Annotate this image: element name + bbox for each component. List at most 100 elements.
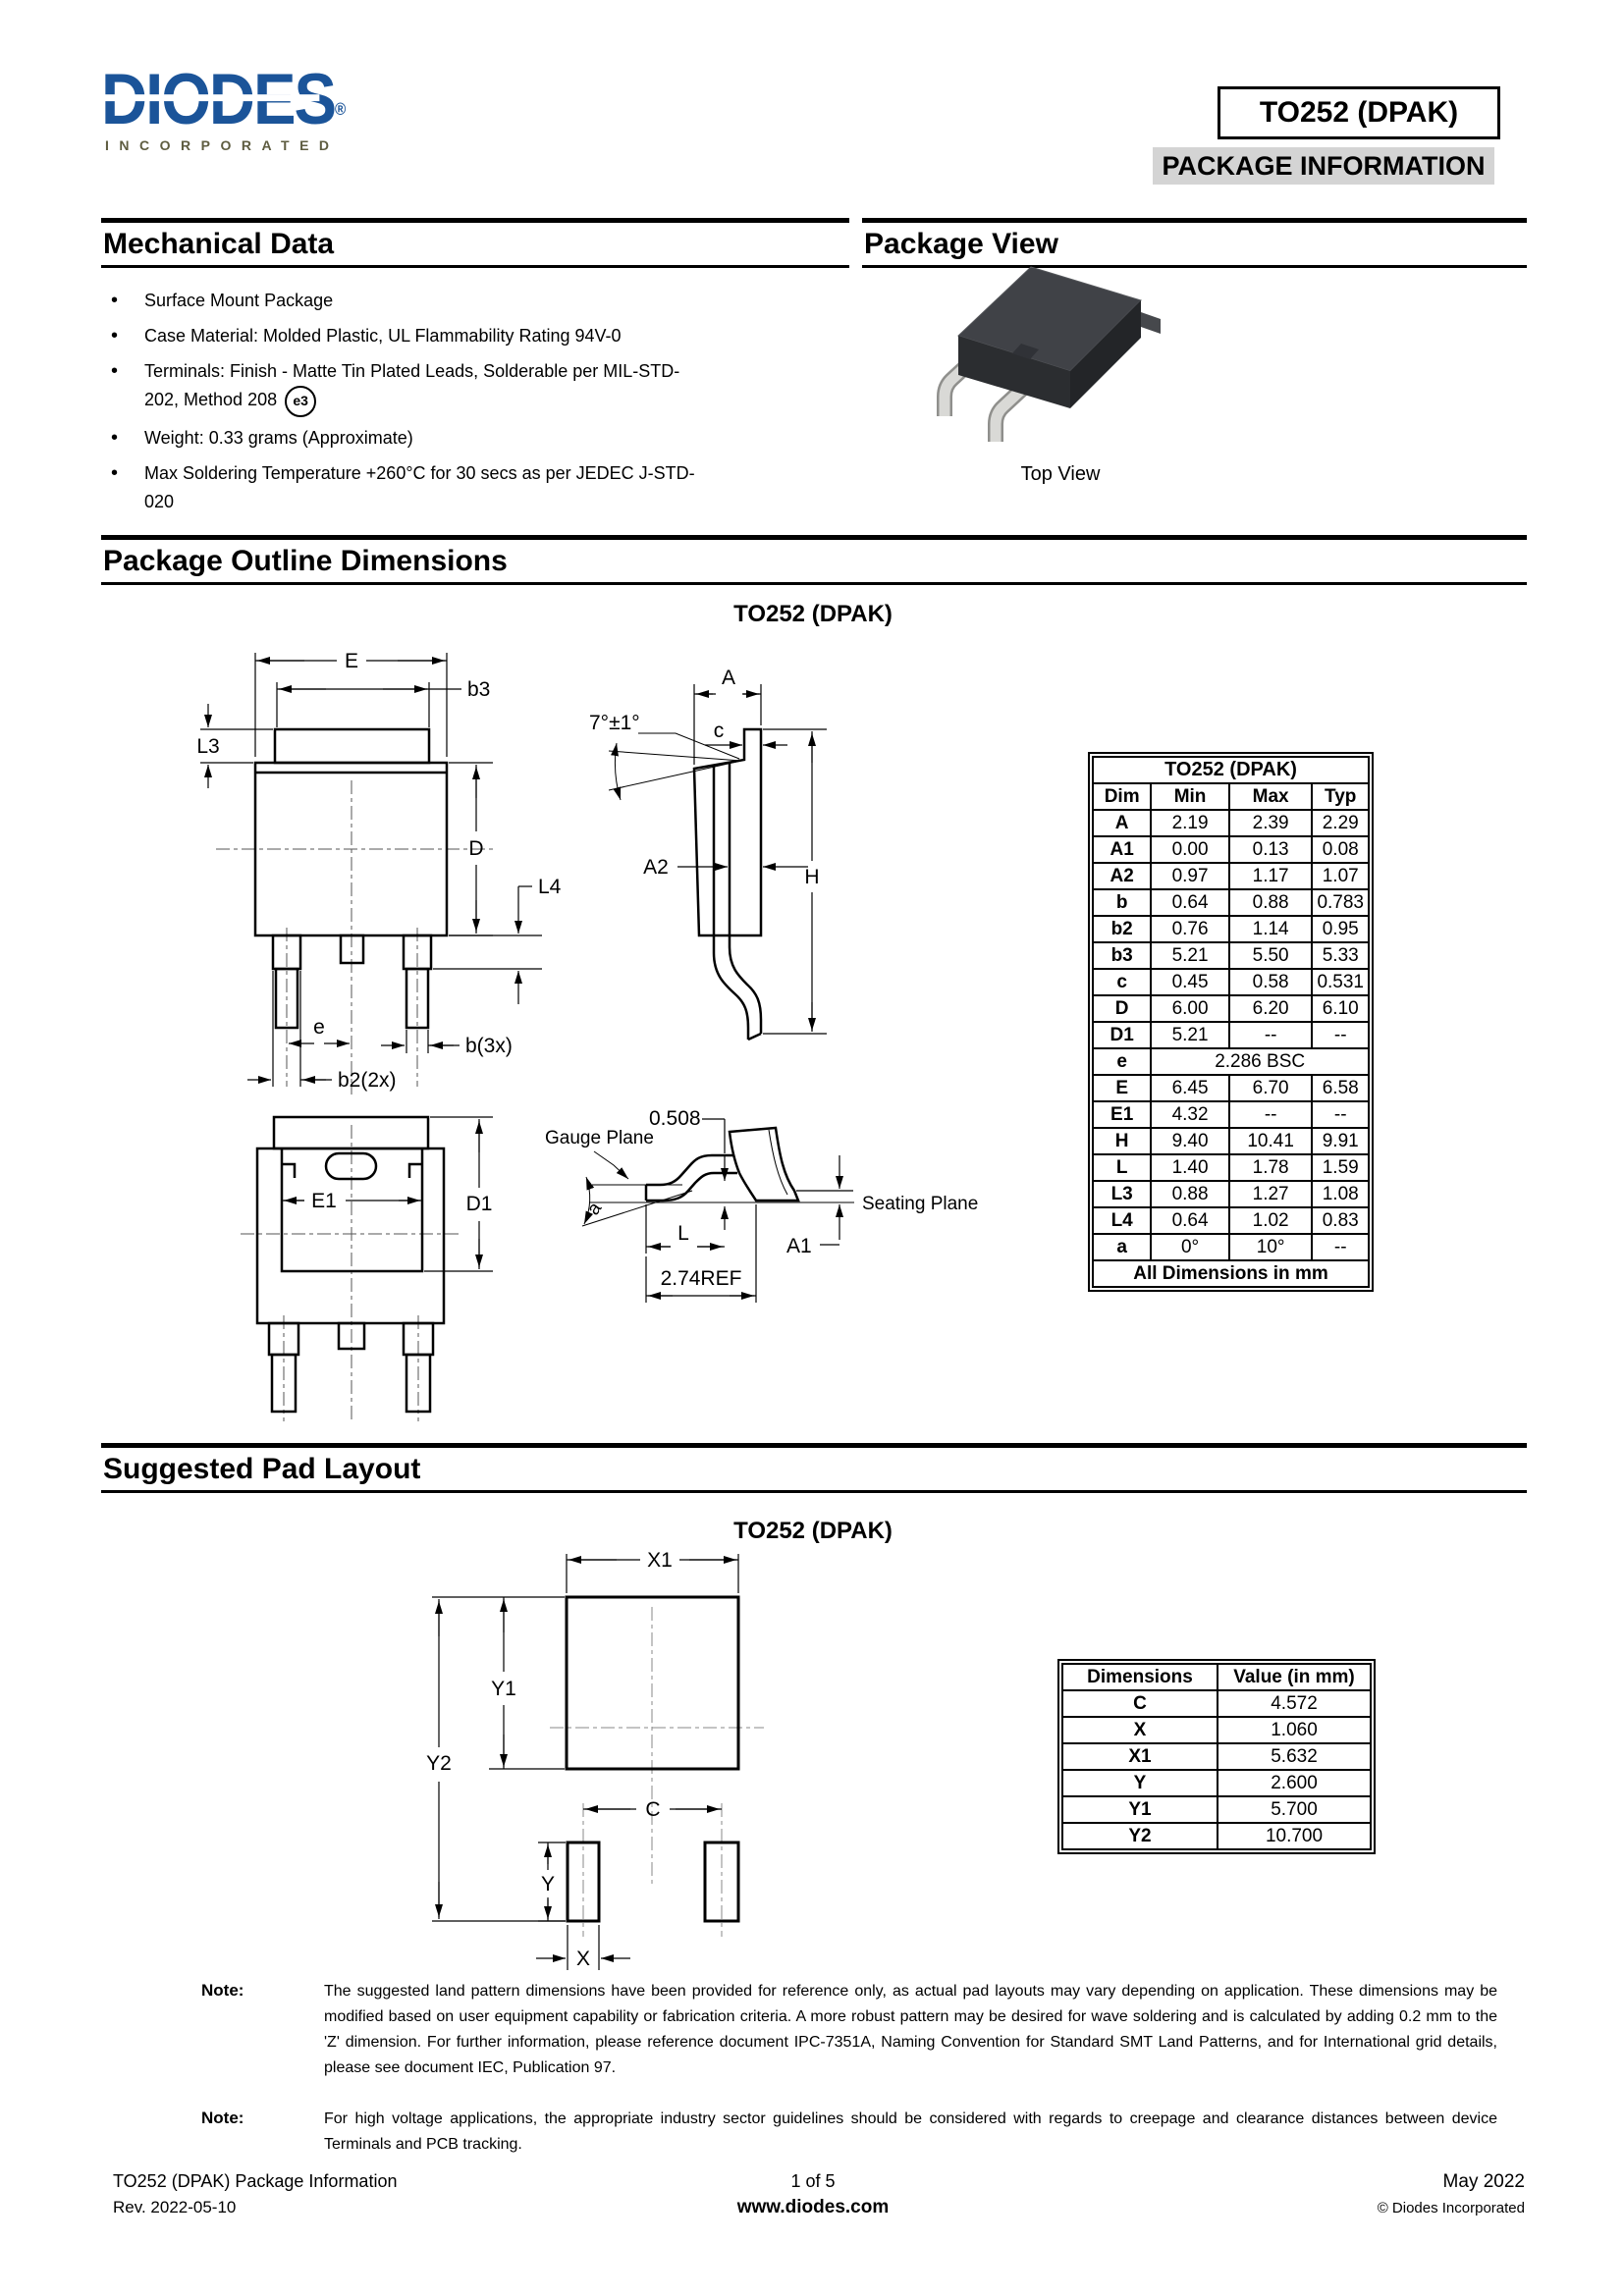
table-cell: 2.286 BSC — [1150, 1047, 1370, 1076]
list-item: Weight: 0.33 grams (Approximate) — [101, 424, 710, 453]
logo-stripe — [103, 94, 320, 102]
table-cell: 0.64 — [1150, 888, 1230, 917]
list-item: Case Material: Molded Plastic, UL Flamma… — [101, 322, 710, 350]
table-cell: 6.58 — [1311, 1074, 1370, 1102]
footer-copyright: © Diodes Incorporated — [1377, 2200, 1525, 2216]
dim-label-E: E — [345, 650, 358, 672]
dim-label-274ref: 2.74REF — [661, 1267, 742, 1290]
table-footer: All Dimensions in mm — [1092, 1259, 1370, 1288]
package-view-caption: Top View — [1020, 463, 1101, 485]
table-cell: -- — [1311, 1021, 1370, 1049]
gauge-plane-label: Gauge Plane — [545, 1128, 654, 1148]
table-cell: b3 — [1091, 941, 1153, 970]
bullet-text: Surface Mount Package — [144, 291, 334, 310]
table-cell: 0.13 — [1227, 835, 1314, 864]
table-cell: 0.00 — [1150, 835, 1230, 864]
table-cell: L3 — [1091, 1180, 1153, 1208]
section-title-outline: Package Outline Dimensions — [101, 535, 1527, 585]
table-cell: 0.783 — [1311, 888, 1370, 917]
dim-label-Y1: Y1 — [491, 1678, 516, 1700]
table-cell: 4.32 — [1150, 1100, 1230, 1129]
dim-label-A: A — [722, 667, 735, 689]
table-cell: A1 — [1091, 835, 1153, 864]
footer-right: May 2022 © Diodes Incorporated — [1132, 2171, 1525, 2216]
footer-left: TO252 (DPAK) Package Information Rev. 20… — [113, 2171, 397, 2217]
column-header: Dimensions — [1061, 1663, 1218, 1691]
table-cell: 5.700 — [1217, 1795, 1372, 1824]
dim-label-L3: L3 — [196, 735, 219, 758]
dim-label-e: e — [313, 1016, 325, 1039]
table-cell: 0.08 — [1311, 835, 1370, 864]
list-item: Surface Mount Package — [101, 287, 710, 315]
table-cell: 5.33 — [1311, 941, 1370, 970]
note-label: Note: — [201, 2109, 244, 2127]
dim-label-D1: D1 — [466, 1193, 493, 1215]
table-cell: e — [1091, 1047, 1153, 1076]
table-cell: E1 — [1091, 1100, 1153, 1129]
table-cell: Y1 — [1061, 1795, 1218, 1824]
footer-website-link[interactable]: www.diodes.com — [736, 2197, 890, 2217]
part-number-box: TO252 (DPAK) — [1218, 86, 1500, 139]
table-cell: a — [1091, 1233, 1153, 1261]
table-cell: 5.50 — [1227, 941, 1314, 970]
column-header: Dim — [1091, 782, 1153, 811]
package-information-banner: PACKAGE INFORMATION — [1153, 147, 1494, 185]
dim-label-L4: L4 — [538, 876, 562, 898]
table-cell: 1.78 — [1227, 1153, 1314, 1182]
table-cell: 4.572 — [1217, 1689, 1372, 1718]
table-cell: 6.10 — [1311, 994, 1370, 1023]
column-header: Value (in mm) — [1217, 1663, 1372, 1691]
pad-layout-drawing-title: TO252 (DPAK) — [733, 1518, 893, 1544]
table-header-row: Dimensions Value (in mm) — [1061, 1663, 1372, 1691]
table-cell: 0.95 — [1311, 915, 1370, 943]
note-label: Note: — [201, 1981, 244, 2000]
mechanical-data-list: Surface Mount Package Case Material: Mol… — [101, 287, 710, 523]
table-cell: 1.40 — [1150, 1153, 1230, 1182]
table-cell: 2.39 — [1227, 809, 1314, 837]
dim-label-angle: 7°±1° — [589, 712, 640, 734]
table-cell: 1.02 — [1227, 1206, 1314, 1235]
dim-label-c: c — [714, 720, 725, 742]
table-title: TO252 (DPAK) — [1092, 756, 1370, 784]
dim-label-Y: Y — [541, 1873, 555, 1896]
table-cell: E — [1091, 1074, 1153, 1102]
column-header: Max — [1227, 782, 1314, 811]
dim-label-alpha: a — [583, 1199, 607, 1219]
table-cell: A — [1091, 809, 1153, 837]
seating-plane-label: Seating Plane — [862, 1194, 978, 1214]
table-cell: 1.17 — [1227, 862, 1314, 890]
table-cell: H — [1091, 1127, 1153, 1155]
table-cell: 0.531 — [1311, 968, 1370, 996]
table-cell: 6.20 — [1227, 994, 1314, 1023]
table-cell: 2.19 — [1150, 809, 1230, 837]
table-cell: -- — [1227, 1021, 1314, 1049]
table-cell: 1.27 — [1227, 1180, 1314, 1208]
table-cell: 1.08 — [1311, 1180, 1370, 1208]
table-cell: 0.64 — [1150, 1206, 1230, 1235]
table-cell: 9.91 — [1311, 1127, 1370, 1155]
table-cell: D — [1091, 994, 1153, 1023]
table-cell: b2 — [1091, 915, 1153, 943]
list-item: Max Soldering Temperature +260°C for 30 … — [101, 459, 710, 516]
bullet-text: Max Soldering Temperature +260°C for 30 … — [144, 463, 695, 511]
table-cell: -- — [1311, 1100, 1370, 1129]
table-cell: C — [1061, 1689, 1218, 1718]
table-cell: Y — [1061, 1769, 1218, 1797]
table-cell: 0° — [1150, 1233, 1230, 1261]
table-cell: 5.632 — [1217, 1742, 1372, 1771]
logo-wordmark: DIODES® — [101, 63, 346, 135]
